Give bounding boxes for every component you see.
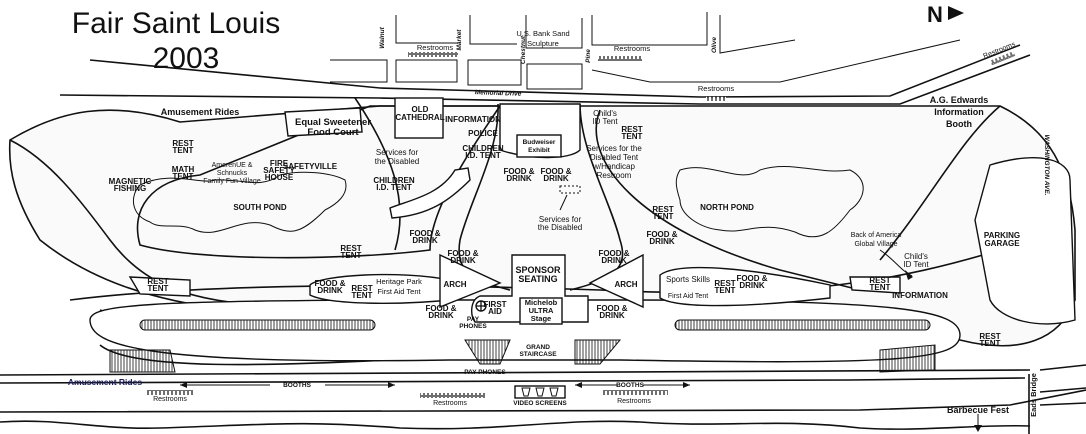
label-booths: BOOTHS — [616, 382, 644, 389]
label-barbecue-fest: Barbecue Fest — [947, 405, 1009, 415]
label-food-drink: FOOD &DRINK — [596, 304, 627, 320]
label-amusement-rides-levee: Amusement Rides — [68, 377, 142, 387]
label-eads-bridge: Eads Bridge — [1029, 373, 1038, 417]
label-arch: ARCH — [614, 280, 637, 289]
label-food-drink: FOOD &DRINK — [425, 304, 456, 320]
grand-staircase-right — [574, 339, 622, 365]
video-screens-icon — [514, 385, 566, 399]
label-arch: ARCH — [443, 280, 466, 289]
label-sports-skills: Sports Skills — [666, 275, 710, 284]
label-food-drink: FOOD &DRINK — [540, 167, 571, 183]
label-restrooms: Restrooms — [153, 396, 187, 403]
street-market: Market — [456, 29, 463, 51]
compass-label: N — [927, 2, 943, 27]
label-restrooms: Restrooms — [614, 44, 651, 53]
label-north-pond: NORTH POND — [700, 203, 754, 212]
label-food-drink: FOOD &DRINK — [736, 274, 767, 290]
label-police: POLICE — [468, 129, 498, 138]
city-blocks — [59, 12, 1031, 105]
label-information: INFORMATION — [892, 291, 948, 300]
north-pond — [675, 166, 864, 238]
label-pay-phones: PAY PHONES — [464, 369, 506, 376]
park-grounds — [8, 97, 1076, 373]
map-title: Fair Saint Louis — [72, 7, 280, 40]
label-food-drink: FOOD &DRINK — [409, 229, 440, 245]
label-video-screens: VIDEO SCREENS — [513, 400, 567, 407]
street-walnut: Walnut — [379, 26, 386, 48]
label-restrooms: Restrooms — [417, 43, 454, 52]
restrooms-icons — [408, 51, 1016, 101]
label-booths: BOOTHS — [283, 382, 311, 389]
grand-staircase-left — [464, 339, 511, 365]
label-food-drink: FOOD &DRINK — [598, 249, 629, 265]
label-south-pond: SOUTH POND — [233, 203, 287, 212]
label-restrooms: Restrooms — [617, 398, 651, 405]
street-chestnut: Chestnut — [520, 35, 527, 64]
label-first-aid-tent: First Aid Tent — [668, 293, 708, 300]
label-food-drink: FOOD &DRINK — [646, 230, 677, 246]
street-pine: Pine — [585, 49, 592, 63]
levee — [0, 364, 1086, 434]
south-pond — [132, 171, 347, 233]
label-restrooms: Restrooms — [433, 400, 467, 407]
label-safetyville: SAFETYVILLE — [283, 162, 338, 171]
label-food-drink: FOOD &DRINK — [447, 249, 478, 265]
label-restrooms: Restrooms — [698, 84, 735, 93]
street-washington-ave: WASHINGTON AVE. — [1043, 135, 1050, 196]
mississippi-river-shoreline — [0, 420, 1031, 430]
label-food-drink: FOOD &DRINK — [314, 279, 345, 295]
label-food-drink: FOOD &DRINK — [503, 167, 534, 183]
street-olive: Olive — [711, 37, 718, 53]
north-arrow-icon: N — [927, 2, 964, 27]
label-information: INFORMATION — [445, 115, 501, 124]
label-amusement-rides: Amusement Rides — [161, 107, 240, 117]
street-labels: Walnut Market Chestnut Pine Olive Memori… — [379, 26, 1050, 195]
street-memorial-drive: Memorial Drive — [475, 89, 522, 98]
